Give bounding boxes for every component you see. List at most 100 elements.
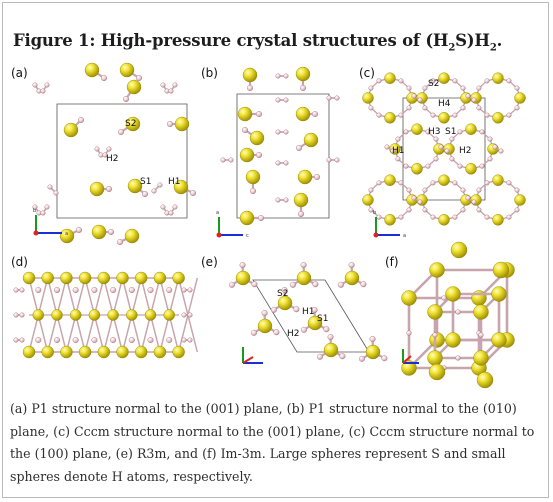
hydrogen-atom xyxy=(72,286,79,293)
sulfur-atom xyxy=(411,123,423,135)
hydrogen-atom xyxy=(406,207,412,213)
svg-text:b: b xyxy=(33,208,36,214)
sulfur-atom xyxy=(296,270,312,286)
hydrogen-atom xyxy=(91,286,98,293)
hydrogen-atom xyxy=(484,180,490,186)
hydrogen-atom xyxy=(441,295,447,301)
hydrogen-atom xyxy=(239,262,246,269)
hydrogen-atom xyxy=(122,96,129,103)
hydrogen-atom xyxy=(323,326,330,333)
hydrogen-atom xyxy=(91,337,98,344)
sulfur-atom xyxy=(97,271,111,285)
sulfur-atom xyxy=(134,271,148,285)
sulfur-atom xyxy=(473,304,489,320)
hydrogen-atom xyxy=(484,112,490,118)
hydrogen-atom xyxy=(44,204,50,210)
sulfur-atom xyxy=(492,261,510,279)
atom-label: H4 xyxy=(438,99,451,109)
hydrogen-atom xyxy=(492,144,498,150)
sulfur-atom xyxy=(465,123,477,135)
sulfur-atom xyxy=(60,271,73,285)
sulfur-atom xyxy=(295,66,311,82)
hydrogen-atom xyxy=(326,95,332,101)
sulfur-atom xyxy=(411,163,423,175)
panel-e: (e) S2 H1 S1 H2 xyxy=(201,255,388,364)
hydrogen-atom xyxy=(147,337,154,344)
sulfur-atom xyxy=(362,194,374,206)
atom-label: S1 xyxy=(317,314,328,324)
hydrogen-atom xyxy=(422,105,428,111)
hydrogen-atom xyxy=(75,226,82,233)
hydrogen-atom xyxy=(514,207,520,213)
hydrogen-atom xyxy=(476,105,482,111)
hydrogen-atom xyxy=(135,74,142,81)
panel-b: (b) a c xyxy=(201,66,340,239)
sulfur-atom xyxy=(365,344,381,360)
sulfur-atom xyxy=(384,214,396,226)
hydrogen-atom xyxy=(376,78,382,84)
hydrogen-atom xyxy=(47,184,53,190)
hydrogen-atom xyxy=(403,163,409,169)
sulfur-atom xyxy=(384,174,396,186)
hydrogen-atom xyxy=(460,105,466,111)
panel-d-structure xyxy=(13,271,199,359)
hydrogen-atom xyxy=(94,146,100,152)
hydrogen-atom xyxy=(168,88,174,94)
sulfur-atom xyxy=(245,169,261,185)
hydrogen-atom xyxy=(147,286,154,293)
hydrogen-atom xyxy=(455,309,461,315)
hydrogen-atom xyxy=(430,78,436,84)
sulfur-atom xyxy=(124,228,140,244)
hydrogen-atom xyxy=(160,82,166,88)
sulfur-atom xyxy=(239,147,255,163)
hydrogen-atom xyxy=(275,97,281,103)
sulfur-atom xyxy=(249,130,265,146)
figure-title: Figure 1: High-pressure crystal structur… xyxy=(13,31,503,54)
figure-caption: (a) P1 structure normal to the (001) pla… xyxy=(10,401,535,484)
sulfur-atom xyxy=(32,309,44,321)
sulfur-atom xyxy=(172,271,185,285)
sulfur-atom xyxy=(473,350,489,366)
hydrogen-atom xyxy=(32,204,38,210)
axes-indicator: a c xyxy=(216,210,249,239)
sulfur-atom xyxy=(323,342,339,358)
hydrogen-atom xyxy=(452,112,458,118)
svg-text:a: a xyxy=(216,210,219,216)
unit-cell xyxy=(236,93,330,219)
hydrogen-atom xyxy=(250,329,257,336)
hydrogen-atom xyxy=(406,105,412,111)
hydrogen-atom xyxy=(53,190,59,196)
hydrogen-atom xyxy=(172,204,178,210)
sulfur-atom xyxy=(307,315,323,331)
hydrogen-atom xyxy=(160,204,166,210)
atom-label: H1 xyxy=(302,307,315,317)
hydrogen-atom xyxy=(293,306,300,313)
hydrogen-atom xyxy=(398,112,404,118)
hydrogen-atom xyxy=(457,163,463,169)
hydrogen-atom xyxy=(275,73,281,79)
hydrogen-atom xyxy=(314,173,321,180)
sulfur-atom xyxy=(63,122,79,138)
hydrogen-atom xyxy=(360,281,367,288)
sulfur-atom xyxy=(384,72,396,84)
hydrogen-atom xyxy=(166,286,173,293)
hydrogen-atom xyxy=(327,334,334,341)
hydrogen-atom xyxy=(422,85,428,91)
hydrogen-atom xyxy=(281,287,288,294)
sulfur-atom xyxy=(153,345,167,359)
hydrogen-atom xyxy=(40,210,46,216)
hydrogen-atom xyxy=(339,353,346,360)
hydrogen-atom xyxy=(44,82,50,88)
sulfur-atom xyxy=(277,295,293,311)
hydrogen-atom xyxy=(19,312,25,318)
hydrogen-atom xyxy=(255,151,262,158)
hydrogen-atom xyxy=(312,111,319,118)
sulfur-atom xyxy=(153,271,167,285)
hydrogen-atom xyxy=(13,312,19,318)
sulfur-atom xyxy=(116,345,129,359)
hydrogen-atom xyxy=(430,112,436,118)
hydrogen-atom xyxy=(246,85,253,92)
hydrogen-atom xyxy=(312,281,319,288)
hydrogen-atom xyxy=(417,97,423,103)
panel-f: (f) xyxy=(385,241,515,389)
